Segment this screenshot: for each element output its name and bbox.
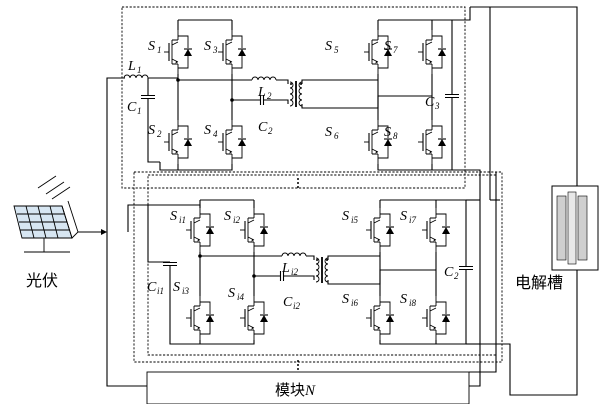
svg-text:C: C xyxy=(127,100,137,115)
svg-text:i1: i1 xyxy=(157,286,164,296)
svg-text:S: S xyxy=(148,123,155,138)
svg-text:3: 3 xyxy=(212,45,218,55)
svg-text:i7: i7 xyxy=(409,215,417,225)
svg-text:L: L xyxy=(281,261,290,276)
svg-text:i2: i2 xyxy=(291,267,299,277)
svg-text:5: 5 xyxy=(334,45,339,55)
svg-text:2: 2 xyxy=(454,271,459,281)
svg-text:S: S xyxy=(342,292,349,307)
svg-text:S: S xyxy=(325,39,332,54)
svg-text:C: C xyxy=(444,265,454,280)
svg-text:L: L xyxy=(127,59,136,74)
svg-text:C: C xyxy=(258,120,268,135)
svg-text:8: 8 xyxy=(393,131,398,141)
svg-text:1: 1 xyxy=(137,106,142,116)
svg-text:i2: i2 xyxy=(233,215,241,225)
svg-text:S: S xyxy=(384,39,391,54)
svg-text:i3: i3 xyxy=(182,286,190,296)
svg-text:S: S xyxy=(384,125,391,140)
svg-text:S: S xyxy=(228,286,235,301)
pv-label: 光伏 xyxy=(26,271,58,290)
svg-text:S: S xyxy=(173,280,180,295)
svg-text:S: S xyxy=(342,209,349,224)
electrolyzer-icon xyxy=(551,185,599,271)
svg-text:6: 6 xyxy=(334,131,339,141)
svg-text:S: S xyxy=(204,123,211,138)
svg-text:C: C xyxy=(425,95,435,110)
svg-text:C: C xyxy=(283,295,293,310)
svg-text:S: S xyxy=(400,209,407,224)
svg-text:2: 2 xyxy=(157,129,162,139)
svg-text:S: S xyxy=(224,209,231,224)
svg-text:4: 4 xyxy=(213,129,218,139)
svg-text:S: S xyxy=(400,292,407,307)
module-1-frame xyxy=(121,6,466,189)
svg-text:i6: i6 xyxy=(351,298,359,308)
svg-text:1: 1 xyxy=(137,65,142,75)
svg-text:i5: i5 xyxy=(351,215,359,225)
svg-text:7: 7 xyxy=(393,45,398,55)
svg-text:C: C xyxy=(147,280,157,295)
svg-text:1: 1 xyxy=(157,45,162,55)
svg-text:3: 3 xyxy=(434,101,440,111)
svg-text:i1: i1 xyxy=(179,215,186,225)
svg-text:i8: i8 xyxy=(409,298,417,308)
electrolyzer-label: 电解槽 xyxy=(515,273,563,292)
svg-text:i2: i2 xyxy=(293,301,301,311)
ellipsis-2 xyxy=(297,360,299,370)
svg-text:2: 2 xyxy=(268,126,273,136)
svg-text:2: 2 xyxy=(267,91,272,101)
svg-text:i4: i4 xyxy=(237,292,245,302)
svg-text:S: S xyxy=(170,209,177,224)
module-i-outer-frame xyxy=(133,171,503,363)
pv-panel-icon xyxy=(13,175,79,253)
ellipsis-1 xyxy=(297,178,299,188)
svg-text:S: S xyxy=(325,125,332,140)
svg-text:S: S xyxy=(148,39,155,54)
svg-text:S: S xyxy=(204,39,211,54)
module-n-label: 模块N xyxy=(275,381,316,399)
module-n-box xyxy=(146,371,470,404)
svg-text:L: L xyxy=(257,85,266,100)
